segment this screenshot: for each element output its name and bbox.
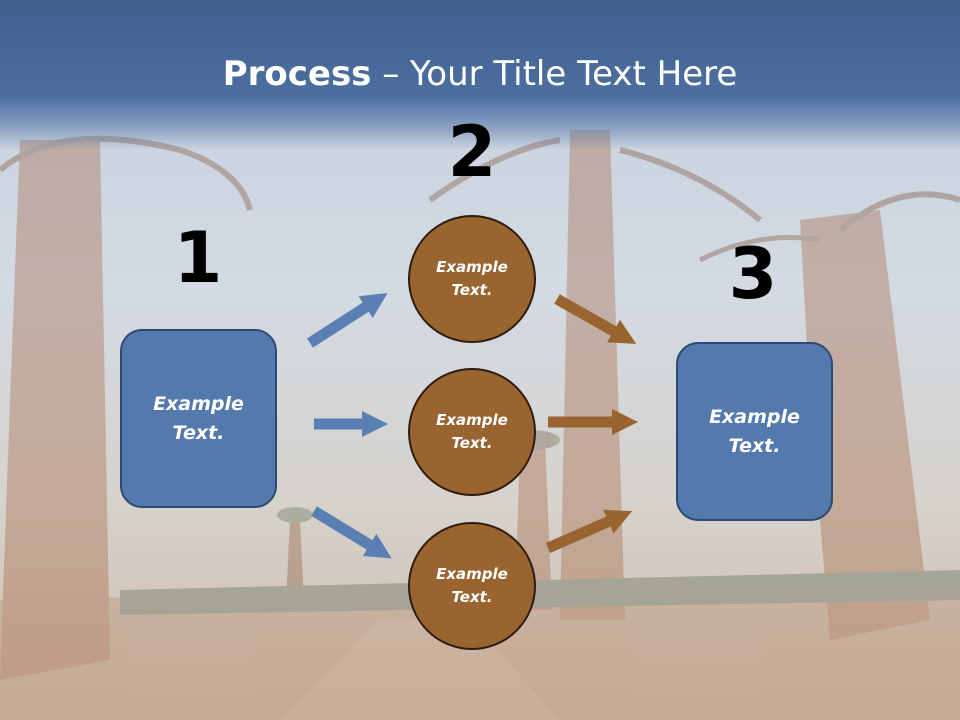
arrow-1-to-top bbox=[307, 293, 388, 348]
step-2-circle-bottom: Example Text. bbox=[408, 522, 536, 650]
step-number-3: 3 bbox=[728, 233, 778, 315]
arrow-1-to-bottom bbox=[311, 506, 392, 559]
step-1-box: Example Text. bbox=[120, 329, 277, 508]
step-2-circle-top: Example Text. bbox=[408, 215, 536, 343]
circle-bottom-text: Example Text. bbox=[436, 565, 508, 606]
title-bold: Process bbox=[222, 54, 372, 94]
circle-top-text: Example Text. bbox=[436, 258, 508, 299]
step-2-circle-middle: Example Text. bbox=[408, 368, 536, 496]
slide-title: Process – Your Title Text Here bbox=[0, 52, 960, 96]
step-3-box: Example Text. bbox=[676, 342, 833, 521]
title-bar: Process – Your Title Text Here bbox=[0, 0, 960, 150]
step-number-2: 2 bbox=[447, 111, 497, 193]
step-1-text: Example Text. bbox=[153, 392, 244, 444]
circle-middle-text: Example Text. bbox=[436, 411, 508, 452]
step-3-text: Example Text. bbox=[709, 405, 800, 457]
arrow-bottom-to-3 bbox=[545, 509, 633, 554]
title-rest: – Your Title Text Here bbox=[371, 54, 738, 94]
arrow-top-to-3 bbox=[554, 294, 637, 344]
step-number-1: 1 bbox=[173, 217, 223, 299]
